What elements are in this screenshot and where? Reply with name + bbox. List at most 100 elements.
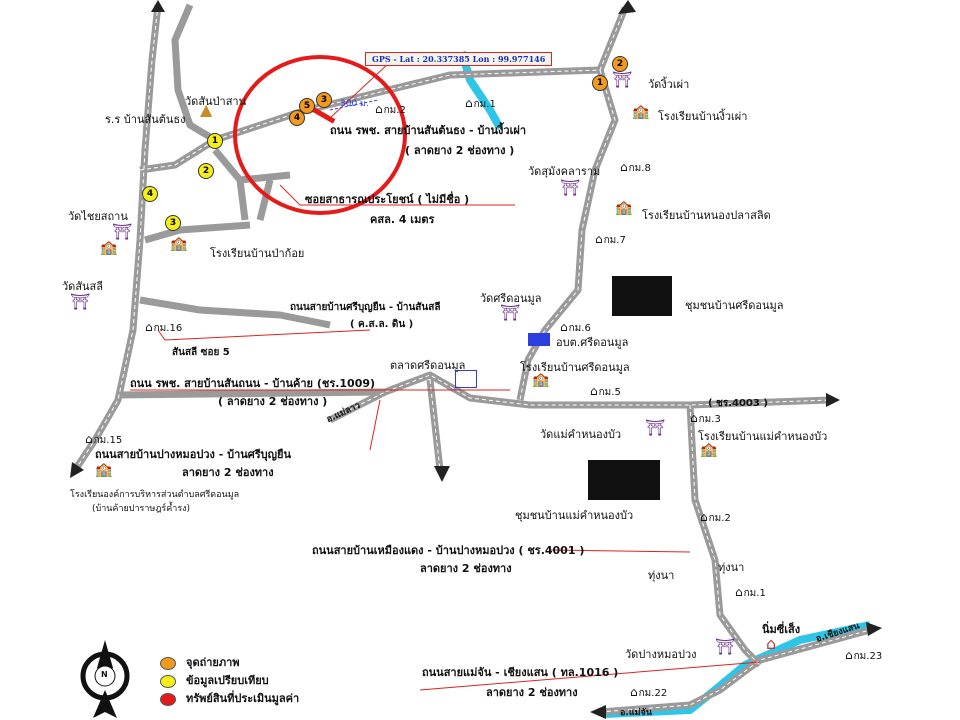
km-marker: กม.6 (560, 320, 591, 336)
legend-photo-point: จุดถ่ายภาพ (160, 653, 240, 671)
arrow-chiangsaen (866, 622, 882, 636)
school-icon: 🏫 (700, 442, 718, 458)
road-label-main: ถนน รพช. สายบ้านสันต้นธง - บ้านงิ้วเผ่า (330, 124, 526, 137)
road-label-hwy: ถนนสายแม่จัน - เชียงแสน ( ทล.1016 ) (422, 666, 619, 679)
temple-icon: ⛩ (560, 178, 581, 197)
road-surface-ched: ลาดยาง 2 ช่องทาง (420, 562, 512, 575)
comparable-marker-4[interactable]: 4 (142, 186, 158, 202)
place-community-maekham: ชุมชนบ้านแม่คำหนองบัว (515, 509, 634, 522)
school-icon: 🏫 (100, 240, 118, 256)
subject-area-circle (233, 55, 407, 215)
gps-label: GPS - Lat : 20.337385 Lon : 99.977146 (365, 52, 553, 66)
arrow-south-center (434, 466, 450, 482)
place-school-nongplasuk: โรงเรียนบ้านหนองปลาสลิด (642, 209, 771, 222)
road-surface-main: ( ลาดยาง 2 ช่องทาง ) (405, 144, 515, 157)
road-label-pangmo: ถนนสายบ้านปางหมอปวง - บ้านศรีบุญยืน (95, 448, 291, 461)
road-label-cr4003: ( ชร.4003 ) (708, 398, 768, 409)
temple-icon: ⛩ (645, 418, 666, 437)
comparable-marker-1[interactable]: 1 (207, 133, 223, 149)
road-label-sriboonyuen: ถนนสายบ้านศรีบุญยืน - บ้านสันสลี (290, 302, 441, 313)
house-icon: ⌂ (766, 634, 777, 653)
km-marker: กม.15 (85, 432, 123, 448)
road-surface-sriboonyuen: ( ค.ส.ล. ดิน ) (350, 319, 414, 330)
temple-icon: ⛩ (612, 70, 633, 89)
road-label-to-maechan: อ.แม่จัน (620, 708, 652, 718)
temple-icon: ⛩ (500, 303, 521, 322)
road-label-kuad: ถนน รพช. สายบ้านสันถนน - บ้านค้าย (ชร.10… (130, 377, 376, 390)
place-thungna-1: ทุ่งนา (718, 561, 745, 574)
compass-icon (80, 640, 130, 718)
km-marker: กม.2 (375, 102, 406, 118)
school-icon: 🏫 (95, 462, 113, 478)
school-icon: 🏫 (615, 200, 633, 216)
subject-property-marker (312, 107, 336, 124)
km-marker: กม.3 (690, 411, 721, 427)
road-label-soi: ซอยสาธารณประโยชน์ ( ไม่มีชื่อ ) (305, 193, 470, 206)
arrow-maechan (590, 705, 606, 719)
km-marker: กม.1 (465, 96, 496, 112)
community-buildings-icon (612, 276, 672, 316)
school-icon: 🏫 (632, 104, 650, 120)
place-school-sao-sub: (บ้านค้ายปาราษฎร์ค้ำรง) (92, 504, 191, 514)
road-label-ched: ถนนสายบ้านเหมืองแดง - บ้านปางหมอปวง ( ชร… (312, 544, 585, 557)
photo-marker-2[interactable]: 2 (612, 56, 628, 72)
river-south (604, 621, 871, 718)
place-market: ตลาดศรีดอนมูล (390, 359, 466, 372)
place-wat-pangmopuang: วัดปางหมอปวง (625, 648, 697, 661)
legend-subject: ทรัพย์สินที่ประเมินมูลค่า (160, 689, 299, 707)
direction-arrows (70, 0, 882, 719)
place-school-sridonmoon: โรงเรียนบ้านศรีดอนมูล (520, 361, 630, 374)
market-icon (455, 370, 477, 388)
place-nim: นิ่มซี่เส็ง (762, 623, 801, 636)
place-wat-saimongkhol: วัดสุมังคลาราม (528, 165, 601, 178)
arrow-north-right (618, 0, 636, 14)
place-thungna-2: ทุ่งนา (648, 569, 675, 582)
place-obt: อบต.ศรีดอนมูล (556, 336, 629, 349)
river-north (458, 50, 504, 130)
place-wat-chaisathan: วัดไชยสถาน (68, 210, 128, 223)
place-school-sao: โรงเรียนองค์การบริหารส่วนตำบลศรีดอนมูล (70, 490, 240, 500)
yellow-dot-icon (160, 674, 176, 688)
temple-icon: ⛩ (112, 222, 133, 241)
temple-icon: ▲ (200, 100, 213, 119)
arrow-east (826, 393, 840, 407)
community-buildings-icon (588, 460, 660, 500)
km-marker: กม.1 (735, 585, 766, 601)
km-marker: กม.16 (145, 320, 183, 336)
distance-label: 300 ม. (340, 99, 369, 109)
road-label-soi5: สันสลี ซอย 5 (172, 347, 230, 358)
place-wat-sansali: วัดสันสลี (62, 280, 104, 293)
place-school-maekhamnongbua: โรงเรียนบ้านแม่คำหนองบัว (698, 430, 828, 443)
legend-comparables: ข้อมูลเปรียบเทียบ (160, 671, 269, 689)
km-marker: กม.22 (630, 685, 668, 701)
distance-line (329, 99, 379, 111)
km-marker: กม.2 (700, 510, 731, 526)
red-dot-icon (160, 692, 176, 706)
photo-marker-1[interactable]: 1 (592, 75, 608, 91)
compass-north-label: N (101, 670, 108, 679)
comparable-marker-3[interactable]: 3 (165, 215, 181, 231)
comparable-marker-2[interactable]: 2 (198, 163, 214, 179)
road-surface-pangmo: ลาดยาง 2 ช่องทาง (182, 466, 274, 479)
place-wat-maekhamnongbua: วัดแม่คำหนองบัว (540, 428, 622, 441)
pointer-lines (130, 61, 761, 691)
photo-marker-4[interactable]: 4 (289, 110, 305, 126)
place-school-santonthong: ร.ร บ้านสันต้นธง (105, 113, 186, 126)
place-school-pakoi: โรงเรียนบ้านป่าก้อย (210, 247, 305, 260)
place-wat-ngiewphao: วัดงิ้วเผ่า (648, 78, 690, 91)
school-icon: 🏫 (532, 372, 550, 388)
arrow-north-left (151, 0, 165, 12)
km-marker: กม.7 (595, 232, 626, 248)
road-surface-soi: คสล. 4 เมตร (370, 213, 435, 226)
place-community-sridonmoon: ชุมชนบ้านศรีดอนมูล (685, 299, 784, 312)
school-icon: 🏫 (170, 236, 188, 252)
road-surface-hwy: ลาดยาง 2 ช่องทาง (486, 686, 578, 699)
temple-icon: ⛩ (715, 637, 736, 656)
photo-marker-3[interactable]: 3 (316, 92, 332, 108)
orange-dot-icon (160, 656, 176, 670)
place-wat-sanpasan: วัดสันป่าสาน (185, 95, 247, 108)
km-marker: กม.5 (590, 384, 621, 400)
place-school-ngiewphao: โรงเรียนบ้านงิ้วเผ่า (658, 110, 748, 123)
photo-marker-5[interactable]: 5 (299, 98, 315, 114)
